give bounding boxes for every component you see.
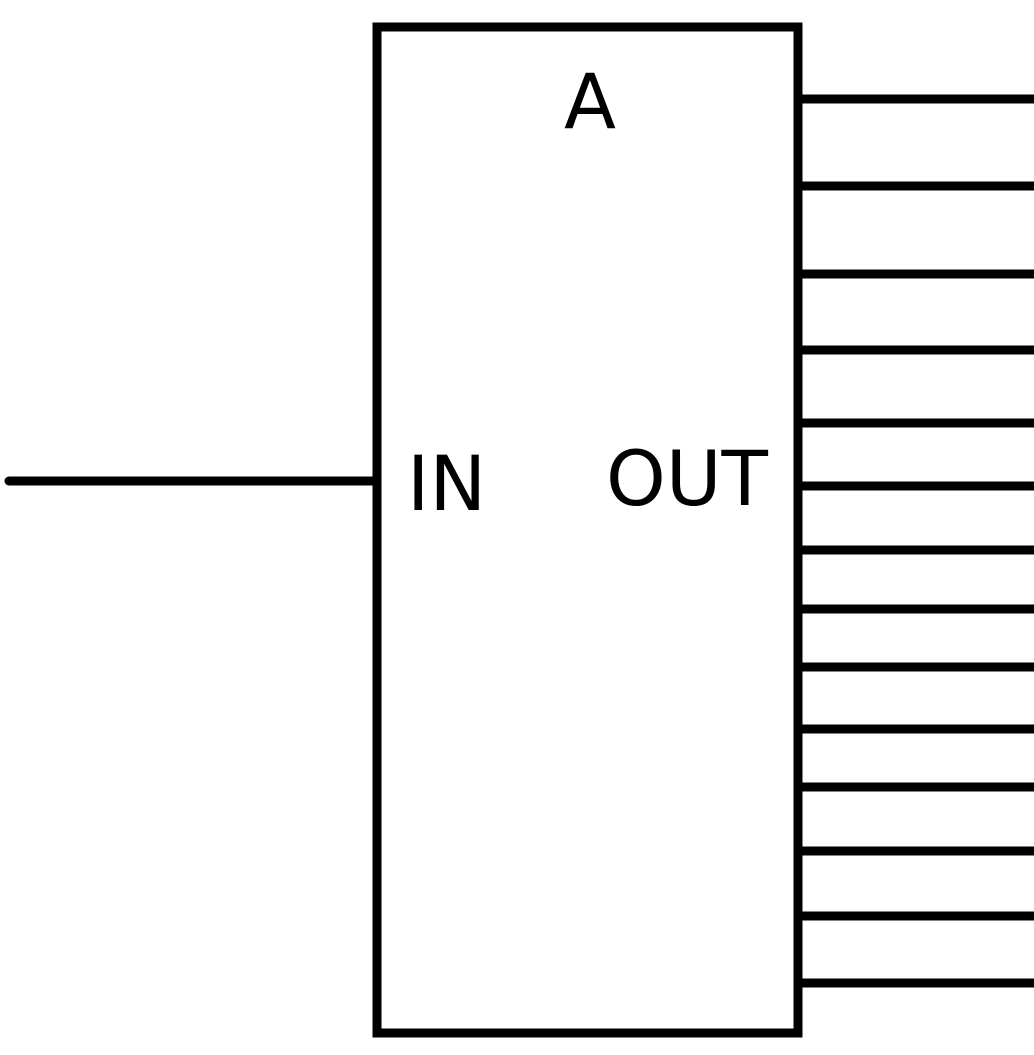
block-a-box: [372, 22, 803, 1038]
block-title: A: [564, 57, 616, 146]
input-port-label: IN: [407, 439, 486, 528]
output-port-label: OUT: [606, 434, 768, 523]
output-lines: [798, 94, 1034, 988]
